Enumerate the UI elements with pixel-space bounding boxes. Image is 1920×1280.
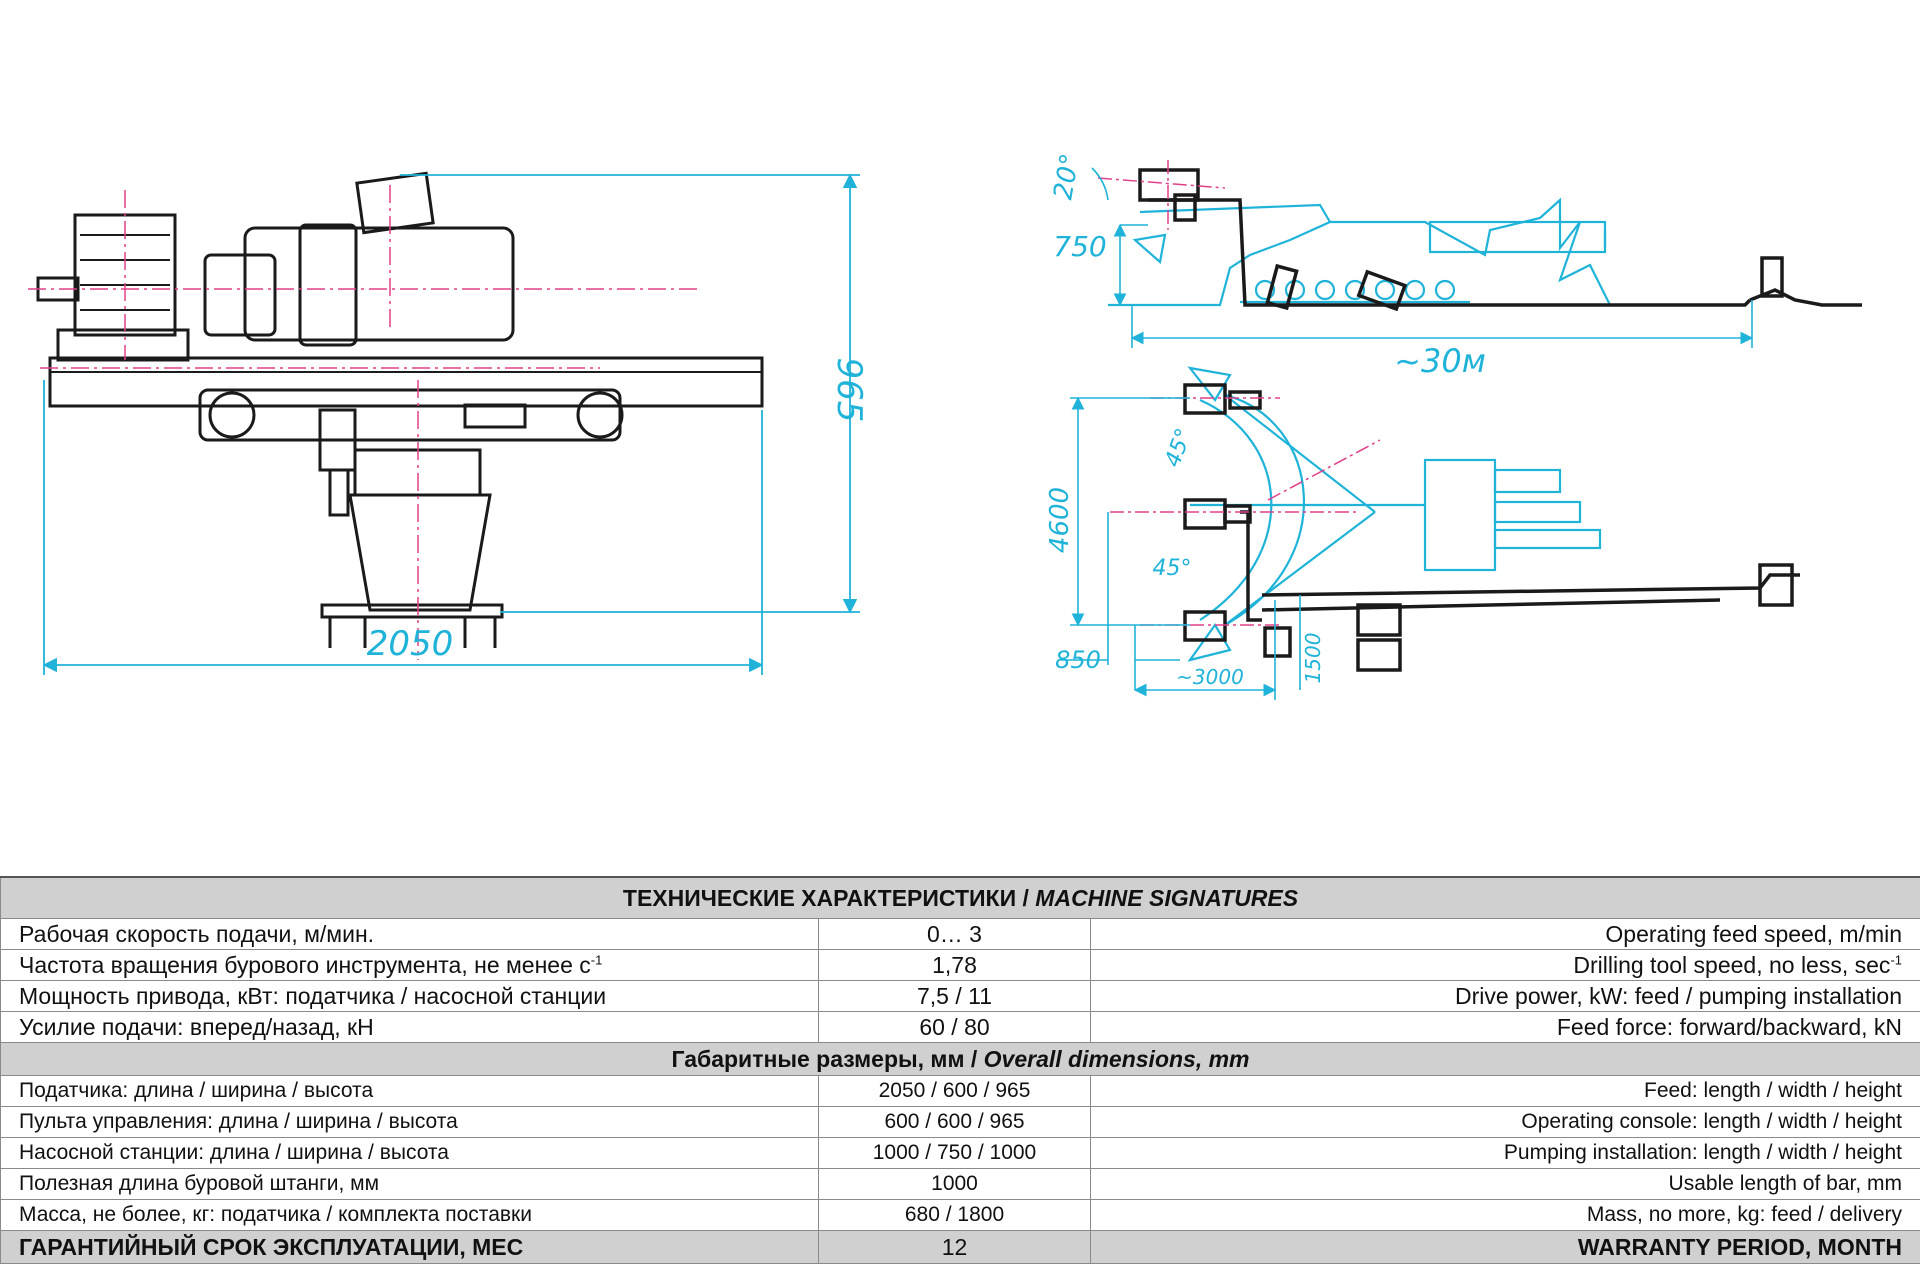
warranty-row: ГАРАНТИЙНЫЙ СРОК ЭКСПЛУАТАЦИИ, МЕС 12 WA… (0, 1230, 1920, 1264)
front-view-axes (28, 185, 700, 660)
table-row: Усилие подачи: вперед/назад, кН 60 / 80 … (0, 1011, 1920, 1043)
plan-angle-top: 45° (1160, 425, 1197, 470)
table-row: Рабочая скорость подачи, м/мин. 0… 3 Ope… (0, 918, 1920, 950)
table-row: Насосной станции: длина / ширина / высот… (0, 1137, 1920, 1169)
table-row: Пульта управления: длина / ширина / высо… (0, 1106, 1920, 1138)
table-row: Податчика: длина / ширина / высота 2050 … (0, 1075, 1920, 1107)
table-row: Частота вращения бурового инструмента, н… (0, 949, 1920, 981)
plan-offset-dim: 850 (1055, 646, 1101, 674)
dimensions-header-row: Габаритные размеры, мм / Overall dimensi… (0, 1042, 1920, 1076)
side-angle-dim: 20° (1048, 151, 1086, 202)
plan-width-dim: 4600 (1045, 487, 1075, 553)
plan-side-dim: 1500 (1301, 633, 1325, 684)
front-view-drawing (36, 171, 764, 648)
table-title-row: ТЕХНИЧЕСКИЕ ХАРАКТЕРИСТИКИ / MACHINE SIG… (0, 876, 1920, 919)
front-width-dim: 2050 (367, 624, 454, 664)
plan-angle-bottom: 45° (1153, 556, 1192, 581)
table-title: ТЕХНИЧЕСКИЕ ХАРАКТЕРИСТИКИ / MACHINE SIG… (0, 876, 1920, 919)
side-view-drawing (1108, 197, 1611, 307)
table-row: Мощность привода, кВт: податчика / насос… (0, 980, 1920, 1012)
side-view-outline (1138, 168, 1862, 312)
technical-drawings: 2050 965 20° 750 ~30м (28, 151, 1862, 700)
plan-view-axes (1110, 397, 1381, 626)
front-height-dim: 965 (829, 358, 869, 423)
side-height-dim: 750 (1053, 230, 1106, 263)
dimensions-header: Габаритные размеры, мм / Overall dimensi… (0, 1042, 1920, 1076)
specifications-table: ТЕХНИЧЕСКИЕ ХАРАКТЕРИСТИКИ / MACHINE SIG… (0, 876, 1920, 1264)
front-view-dimensions (42, 173, 860, 675)
side-view-dimensions (1091, 167, 1754, 348)
plan-depth-dim: ~3000 (1176, 665, 1244, 689)
side-view-axes (1097, 160, 1226, 230)
plan-view-outline (1183, 383, 1800, 672)
table-row: Масса, не более, кг: податчика / комплек… (0, 1199, 1920, 1231)
side-length-dim: ~30м (1394, 342, 1486, 380)
table-row: Полезная длина буровой штанги, мм 1000 U… (0, 1168, 1920, 1200)
plan-view-dimensions (1060, 396, 1301, 700)
